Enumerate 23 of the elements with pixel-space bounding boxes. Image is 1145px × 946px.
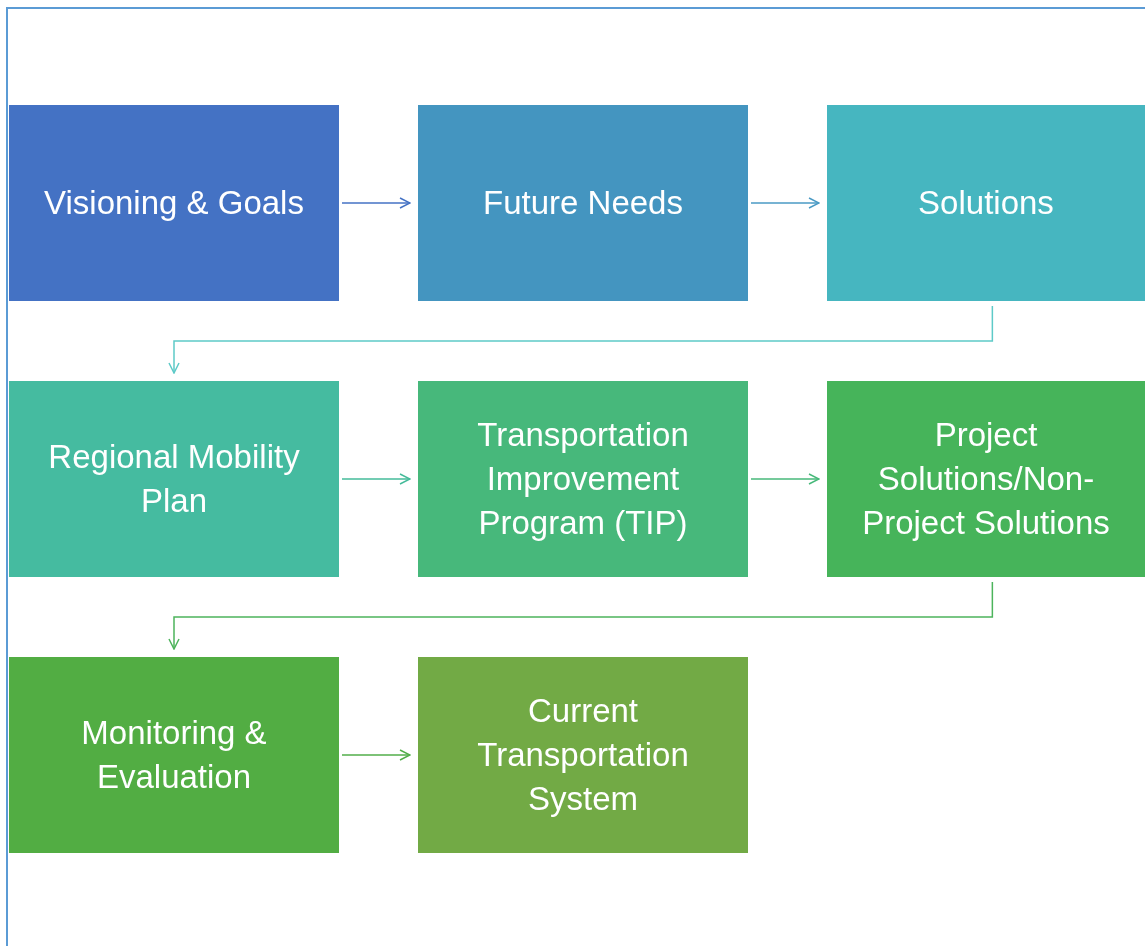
- process-box: [418, 381, 748, 577]
- arrow: [168, 305, 994, 374]
- box-label: Monitoring & Evaluation: [80, 713, 268, 797]
- process-box: [827, 381, 1145, 577]
- box-label: Solutions: [918, 183, 1054, 224]
- arrow: [750, 197, 820, 209]
- box-label: Future Needs: [483, 183, 683, 224]
- box-label: Visioning & Goals: [44, 183, 304, 224]
- process-box: [827, 105, 1145, 301]
- arrow: [341, 473, 411, 485]
- box-label: Regional Mobility Plan: [47, 437, 301, 521]
- box-label: Project Solutions/Non-Project Solutions: [861, 415, 1111, 543]
- process-box: [418, 105, 748, 301]
- box-label: Current Transportation System: [476, 691, 690, 819]
- process-box: [418, 657, 748, 853]
- process-box: [9, 657, 339, 853]
- box-label: Transportation Improvement Program (TIP): [476, 415, 690, 543]
- process-box: [9, 381, 339, 577]
- arrow: [341, 749, 411, 761]
- arrow: [750, 473, 820, 485]
- process-box: [9, 105, 339, 301]
- arrow: [341, 197, 411, 209]
- arrow: [168, 581, 994, 650]
